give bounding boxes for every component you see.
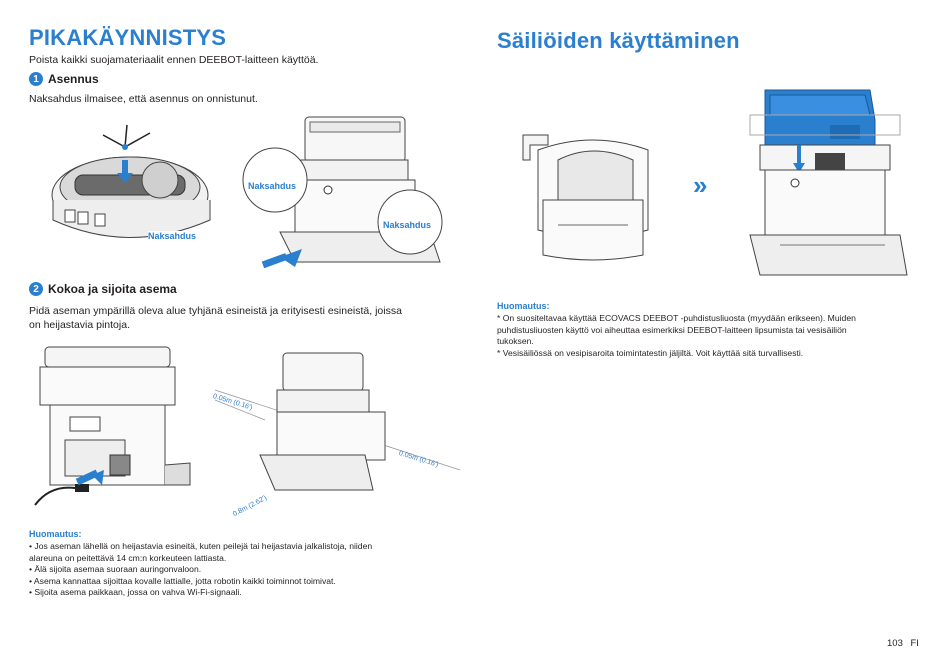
right-note-title: Huomautus:	[497, 301, 550, 311]
page-number: 103 FI	[887, 638, 919, 649]
step2-text-line2: on heijastavia pintoja.	[29, 319, 130, 331]
right-page-title: Säiliöiden käyttäminen	[497, 28, 740, 53]
station-placement-illustration	[214, 352, 461, 491]
right-note-item: puhdistusliuosten käyttö voi aiheuttaa e…	[497, 324, 847, 335]
robot-installation-illustration	[51, 124, 211, 238]
step1-heading-text: Asennus	[48, 72, 99, 86]
callout-naksahdus-station-left: Naksahdus	[248, 181, 297, 191]
right-note-item: * Vesisäiliössä on vesipisaroita toimint…	[497, 347, 804, 358]
station-back-illustration	[34, 346, 191, 506]
step1-text: Naksahdus ilmaisee, että asennus on onni…	[29, 93, 258, 105]
step2-text-line1: Pidä aseman ympärillä oleva alue tyhjänä…	[29, 305, 402, 317]
left-note-title: Huomautus:	[29, 529, 82, 539]
callout-naksahdus-robot: Naksahdus	[148, 231, 197, 241]
left-note-item: • Asema kannattaa sijoittaa kovalle latt…	[29, 575, 336, 586]
right-note-list: * On suositeltavaa käyttää ECOVACS DEEBO…	[497, 313, 927, 359]
tank-insertion-illustration	[522, 134, 649, 261]
station-installation-illustration	[242, 116, 443, 269]
callout-naksahdus-station-right: Naksahdus	[383, 220, 432, 230]
left-note-item: • Jos aseman lähellä on heijastavia esin…	[29, 541, 373, 551]
left-note-item: • Sijoita asema paikkaan, jossa on vahva…	[29, 587, 242, 597]
right-note-item: tukoksen.	[497, 336, 534, 346]
left-note-item: • Älä sijoita asemaa suoraan auringonval…	[29, 564, 202, 574]
sequence-arrow-icon: »	[693, 170, 708, 200]
page-number-value: 103	[887, 638, 903, 649]
step1-number-badge: 1	[29, 72, 43, 86]
left-note-list: • Jos aseman lähellä on heijastavia esin…	[29, 541, 449, 599]
left-note-item: alareuna on peitettävä 14 cm:n korkeutee…	[29, 552, 227, 563]
step2-heading-text: Kokoa ja sijoita asema	[48, 282, 177, 296]
intro-text: Poista kaikki suojamateriaalit ennen DEE…	[29, 54, 319, 66]
station-tank-illustration	[749, 89, 908, 276]
step1-heading: 1 Asennus	[29, 72, 99, 86]
language-code: FI	[910, 638, 919, 649]
step2-number-badge: 2	[29, 282, 43, 296]
right-note-item: * On suositeltavaa käyttää ECOVACS DEEBO…	[497, 313, 856, 323]
left-page-title: PIKAKÄYNNISTYS	[29, 25, 227, 50]
step2-heading: 2 Kokoa ja sijoita asema	[29, 282, 177, 296]
